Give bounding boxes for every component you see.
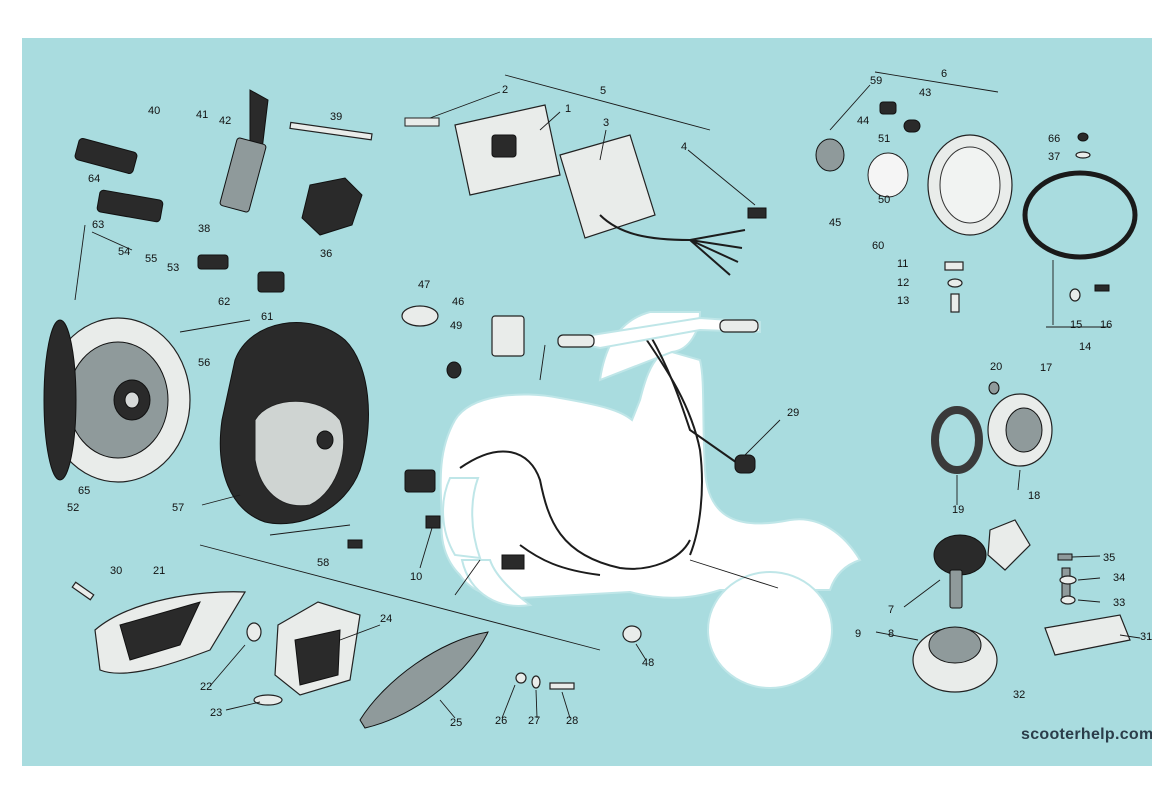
callout-36: 36 xyxy=(320,248,332,260)
callout-55: 55 xyxy=(145,253,157,265)
callout-34: 34 xyxy=(1113,572,1125,584)
callout-59: 59 xyxy=(870,75,882,87)
ignition-switch xyxy=(912,519,1031,693)
callout-17: 17 xyxy=(1040,362,1052,374)
callout-46: 46 xyxy=(452,296,464,308)
callout-3: 3 xyxy=(603,117,609,129)
callout-10: 10 xyxy=(410,571,422,583)
callout-58: 58 xyxy=(317,557,329,569)
callout-51: 51 xyxy=(878,133,890,145)
callout-8: 8 xyxy=(888,628,894,640)
callout-30: 30 xyxy=(110,565,122,577)
callout-4: 4 xyxy=(681,141,687,153)
stator-parts xyxy=(74,89,363,293)
speedometer-parts xyxy=(931,393,1053,474)
fasteners xyxy=(71,121,1091,690)
callout-56: 56 xyxy=(198,357,210,369)
callout-57: 57 xyxy=(172,502,184,514)
callout-12: 12 xyxy=(897,277,909,289)
callout-50: 50 xyxy=(878,194,890,206)
callout-27: 27 xyxy=(528,715,540,727)
callout-29: 29 xyxy=(787,407,799,419)
flywheel xyxy=(43,317,191,483)
callout-31: 31 xyxy=(1140,631,1152,643)
callout-40: 40 xyxy=(148,105,160,117)
callout-18: 18 xyxy=(1028,490,1040,502)
callout-52: 52 xyxy=(67,502,79,514)
callout-42: 42 xyxy=(219,115,231,127)
callout-47: 47 xyxy=(418,279,430,291)
callout-2: 2 xyxy=(502,84,508,96)
callout-35: 35 xyxy=(1103,552,1115,564)
small-connectors xyxy=(347,284,1110,643)
callout-22: 22 xyxy=(200,681,212,693)
regulator-and-junction xyxy=(404,104,767,276)
handlebar xyxy=(557,316,761,350)
callout-39: 39 xyxy=(330,111,342,123)
callout-32: 32 xyxy=(1013,689,1025,701)
callout-15: 15 xyxy=(1070,319,1082,331)
leader-lines xyxy=(74,71,1141,719)
callout-21: 21 xyxy=(153,565,165,577)
callout-66: 66 xyxy=(1048,133,1060,145)
callout-43: 43 xyxy=(919,87,931,99)
callout-65: 65 xyxy=(78,485,90,497)
callout-24: 24 xyxy=(380,613,392,625)
callout-37: 37 xyxy=(1048,151,1060,163)
callout-16: 16 xyxy=(1100,319,1112,331)
callout-33: 33 xyxy=(1113,597,1125,609)
watermark-text: scooterhelp.com xyxy=(1021,726,1152,743)
callout-14: 14 xyxy=(1079,341,1091,353)
callout-1: 1 xyxy=(565,103,571,115)
callout-11: 11 xyxy=(897,258,908,270)
callout-54: 54 xyxy=(118,246,130,258)
lower-left-parts xyxy=(94,591,489,729)
callout-25: 25 xyxy=(450,717,462,729)
callout-labels: 1 2 3 4 5 6 7 8 9 10 11 12 13 14 15 16 1… xyxy=(67,68,1152,729)
callout-28: 28 xyxy=(566,715,578,727)
callout-38: 38 xyxy=(198,223,210,235)
callout-7: 7 xyxy=(888,604,894,616)
callout-13: 13 xyxy=(897,295,909,307)
callout-48: 48 xyxy=(642,657,654,669)
callout-44: 44 xyxy=(857,115,869,127)
headlamp-assembly xyxy=(815,101,1138,260)
callout-23: 23 xyxy=(210,707,222,719)
callout-9: 9 xyxy=(855,628,861,640)
callout-53: 53 xyxy=(167,262,179,274)
scooter-body xyxy=(439,311,862,689)
callout-64: 64 xyxy=(88,173,100,185)
callout-49: 49 xyxy=(450,320,462,332)
callout-19: 19 xyxy=(952,504,964,516)
flywheel-cover xyxy=(219,322,369,525)
callout-63: 63 xyxy=(92,219,104,231)
callout-60: 60 xyxy=(872,240,884,252)
callout-62: 62 xyxy=(218,296,230,308)
callout-5: 5 xyxy=(600,85,606,97)
diagram-drawing: 1 2 3 4 5 6 7 8 9 10 11 12 13 14 15 16 1… xyxy=(43,68,1152,729)
callout-45: 45 xyxy=(829,217,841,229)
callout-61: 61 xyxy=(261,311,273,323)
callout-41: 41 xyxy=(196,109,208,121)
callout-26: 26 xyxy=(495,715,507,727)
callout-6: 6 xyxy=(941,68,947,80)
exploded-parts-diagram: 1 2 3 4 5 6 7 8 9 10 11 12 13 14 15 16 1… xyxy=(22,38,1152,766)
callout-20: 20 xyxy=(990,361,1002,373)
